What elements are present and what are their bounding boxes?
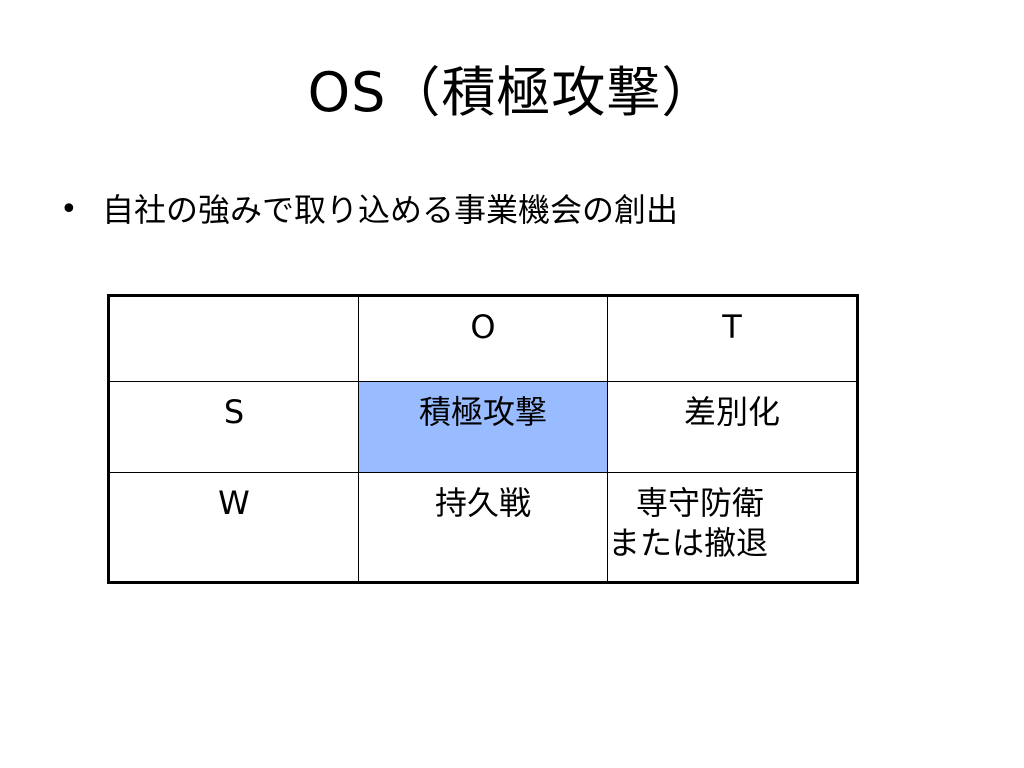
header-t-label: T	[722, 308, 742, 346]
cell-s-o: 積極攻撃	[358, 381, 608, 473]
corner-cell	[108, 295, 359, 382]
corner-cell-text	[110, 297, 358, 307]
row-s-label: S	[223, 393, 245, 431]
cell-s-o-text: 積極攻撃	[418, 393, 547, 431]
swot-table: O T S 積極攻撃 差別化 W 持久戦 専守防衛	[107, 294, 859, 584]
table-row-w: W 持久戦 専守防衛 または撤退	[108, 472, 858, 583]
cell-w-t: 専守防衛 または撤退	[607, 472, 858, 583]
table-header-row: O T	[108, 295, 858, 382]
cell-w-o: 持久戦	[358, 472, 608, 583]
bullet-list: • 自社の強みで取り込める事業機会の創出	[60, 188, 678, 232]
cell-s-t: 差別化	[607, 381, 858, 473]
header-o-label: O	[470, 308, 496, 346]
cell-w-t-line-1: 専守防衛	[636, 484, 765, 522]
header-cell-t: T	[607, 295, 858, 382]
bullet-dot-icon: •	[60, 192, 78, 227]
cell-w-o-text: 持久戦	[434, 484, 531, 522]
bullet-item: • 自社の強みで取り込める事業機会の創出	[60, 188, 678, 232]
cell-w-t-line-2: または撤退	[608, 524, 769, 562]
cell-s-t-text: 差別化	[683, 393, 780, 431]
row-label-w: W	[108, 472, 359, 583]
row-label-s: S	[108, 381, 359, 473]
bullet-text: 自社の強みで取り込める事業機会の創出	[102, 191, 679, 229]
header-cell-o: O	[358, 295, 608, 382]
row-w-label: W	[218, 484, 250, 522]
slide-title: OS（積極攻撃）	[307, 61, 717, 124]
table-row-s: S 積極攻撃 差別化	[108, 381, 858, 473]
